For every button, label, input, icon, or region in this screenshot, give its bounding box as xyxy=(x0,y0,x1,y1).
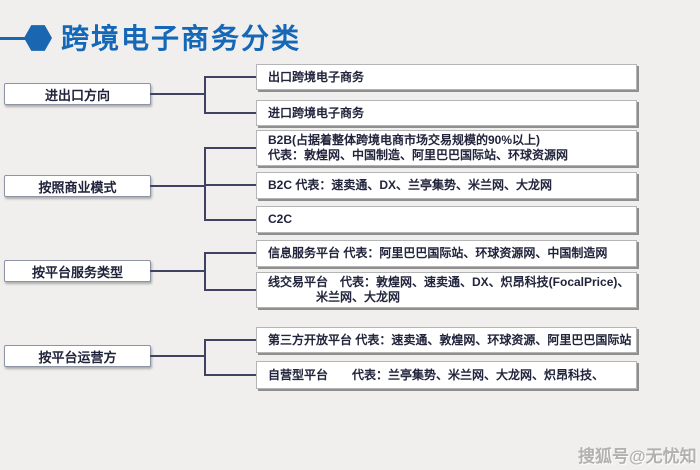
node-text: 进口跨境电子商务 xyxy=(268,105,365,120)
category-label: 进出口方向 xyxy=(44,87,110,103)
category-box-direction: 进出口方向 xyxy=(4,83,151,105)
category-label: 按平台运营方 xyxy=(38,349,117,365)
node-box-b2b: B2B(占据着整体跨境电商市场交易规模的90%以上) 代表：敦煌网、中国制造、阿… xyxy=(256,130,637,166)
connector-line xyxy=(204,112,256,114)
connector-line xyxy=(204,374,256,376)
connector-line xyxy=(204,76,256,78)
title-accent-line xyxy=(0,37,26,40)
page-title: 跨境电子商务分类 xyxy=(61,23,302,54)
node-text: 第三方开放平台 代表：速卖通、敦煌网、环球资源、阿里巴巴国际站 xyxy=(268,332,632,347)
category-box-business-model: 按照商业模式 xyxy=(4,175,151,197)
connector-line xyxy=(204,289,256,291)
connector-line xyxy=(150,185,206,187)
category-label: 按照商业模式 xyxy=(38,179,117,195)
node-box-info-service: 信息服务平台 代表：阿里巴巴国际站、环球资源网、中国制造网 xyxy=(256,240,637,267)
connector-line xyxy=(204,252,206,290)
node-text: 线交易平台 代表：敦煌网、速卖通、DX、炽昂科技(FocalPrice)、 米兰… xyxy=(268,275,630,304)
node-box-online-trade: 线交易平台 代表：敦煌网、速卖通、DX、炽昂科技(FocalPrice)、 米兰… xyxy=(256,272,637,308)
connector-line xyxy=(204,339,206,375)
hexagon-bullet-icon xyxy=(24,25,52,51)
connector-line xyxy=(150,355,206,357)
node-box-c2c: C2C xyxy=(256,206,637,233)
node-text: C2C xyxy=(268,212,293,226)
node-text: B2C 代表：速卖通、DX、兰亭集势、米兰网、大龙网 xyxy=(268,178,553,192)
node-text: 信息服务平台 代表：阿里巴巴国际站、环球资源网、中国制造网 xyxy=(268,246,608,260)
node-box-third-party: 第三方开放平台 代表：速卖通、敦煌网、环球资源、阿里巴巴国际站 xyxy=(256,327,637,353)
connector-line xyxy=(204,147,256,149)
category-label: 按平台服务类型 xyxy=(31,264,123,280)
connector-line xyxy=(204,76,206,114)
category-box-platform-operator: 按平台运营方 xyxy=(4,345,151,367)
connector-line xyxy=(150,93,206,95)
connector-line xyxy=(204,184,256,186)
node-text: B2B(占据着整体跨境电商市场交易规模的90%以上) 代表：敦煌网、中国制造、阿… xyxy=(268,133,569,162)
node-text: 出口跨境电子商务 xyxy=(268,69,365,84)
node-text: 自营型平台 代表：兰亭集势、米兰网、大龙网、炽昂科技、 xyxy=(268,367,605,382)
node-box-export: 出口跨境电子商务 xyxy=(256,64,637,90)
connector-line xyxy=(204,339,256,341)
node-box-self-operated: 自营型平台 代表：兰亭集势、米兰网、大龙网、炽昂科技、 xyxy=(256,361,637,389)
node-box-import: 进口跨境电子商务 xyxy=(256,100,637,126)
connector-line xyxy=(204,252,256,254)
connector-line xyxy=(204,219,256,221)
connector-line xyxy=(150,270,206,272)
watermark: 搜狐号@无忧知 xyxy=(578,447,697,466)
category-box-platform-service: 按平台服务类型 xyxy=(4,260,151,282)
node-box-b2c: B2C 代表：速卖通、DX、兰亭集势、米兰网、大龙网 xyxy=(256,172,637,199)
